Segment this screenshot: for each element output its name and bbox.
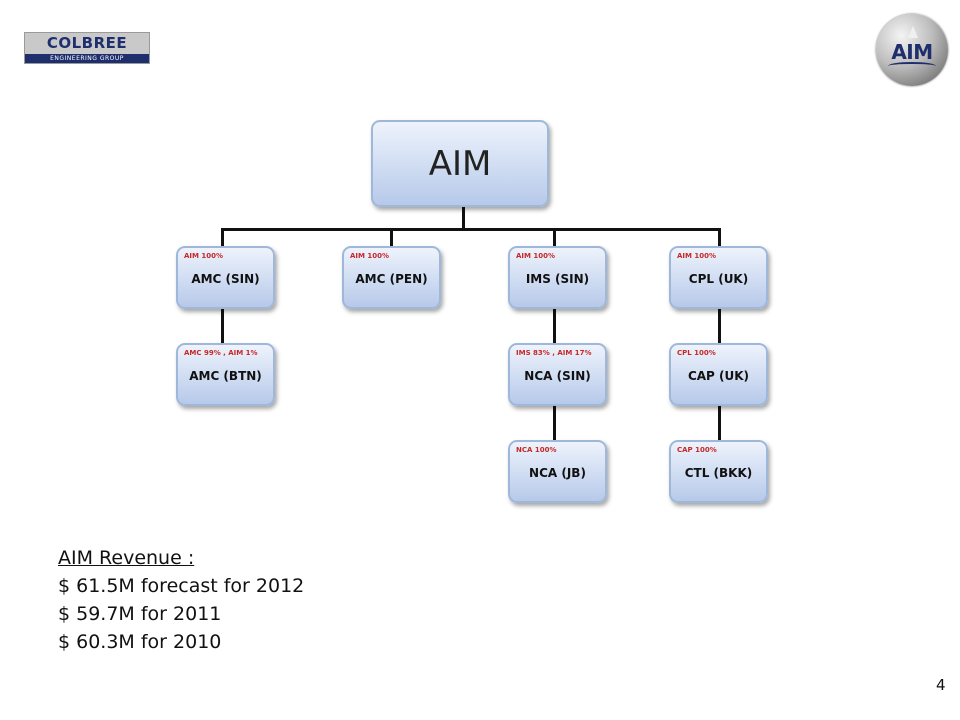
ownership-label: CPL 100% [677,349,716,357]
colbree-brand-text: COLBREE [46,34,128,52]
org-node-nca-jb: NCA 100% NCA (JB) [508,440,607,503]
org-node-name: NCA (JB) [529,466,586,480]
ownership-label: AIM 100% [516,252,556,260]
org-node-name: CPL (UK) [688,272,749,286]
org-node-nca-sin: IMS 83% , AIM 17% NCA (SIN) [508,343,607,406]
connector-cpl-cap [718,309,721,345]
revenue-block: AIM Revenue : $ 61.5M forecast for 2012 … [58,544,304,656]
org-node-name: AMC (SIN) [191,272,260,286]
org-node-amc-btn: AMC 99% , AIM 1% AMC (BTN) [176,343,275,406]
colbree-logo: COLBREE ENGINEERING GROUP [24,32,150,64]
connector-ims-nca-sin [553,309,556,345]
org-node-aim: AIM [371,120,549,207]
org-node-cap-uk: CPL 100% CAP (UK) [669,343,768,406]
connector-to-amc-sin [221,228,224,248]
connector-to-cpl-uk [718,228,721,248]
org-node-name: AMC (BTN) [189,369,262,383]
connector-amc-sin-btn [221,309,224,345]
swoosh-icon [888,62,936,70]
connector-to-amc-pen [390,228,393,248]
revenue-line: $ 60.3M for 2010 [58,631,222,653]
revenue-title: AIM Revenue : [58,547,195,569]
org-node-name: CTL (BKK) [684,466,753,480]
ownership-label: CAP 100% [677,446,717,454]
org-node-cpl-uk: AIM 100% CPL (UK) [669,246,768,309]
connector-root-down [462,206,465,229]
ownership-label: NCA 100% [516,446,557,454]
org-node-name: AMC (PEN) [355,272,428,286]
org-node-name: IMS (SIN) [525,272,590,286]
connector-horizontal [221,228,721,231]
org-node-ims-sin: AIM 100% IMS (SIN) [508,246,607,309]
ownership-label: AIM 100% [677,252,717,260]
connector-cap-ctl [718,406,721,442]
ownership-label: IMS 83% , AIM 17% [516,349,592,357]
org-node-amc-pen: AIM 100% AMC (PEN) [342,246,441,309]
ownership-label: AIM 100% [350,252,390,260]
org-node-name: CAP (UK) [687,369,750,383]
aim-globe-logo: AIM [876,14,948,86]
aim-logo-text: AIM [891,40,933,64]
connector-to-ims-sin [553,228,556,248]
colbree-sub-text: ENGINEERING GROUP [25,54,149,63]
org-node-name: NCA (SIN) [524,369,591,383]
connector-nca-sin-jb [553,406,556,442]
page-number: 4 [936,676,946,694]
revenue-line: $ 61.5M forecast for 2012 [58,575,305,597]
org-node-name: AIM [428,144,492,184]
org-node-amc-sin: AIM 100% AMC (SIN) [176,246,275,309]
org-node-ctl-bkk: CAP 100% CTL (BKK) [669,440,768,503]
ownership-label: AIM 100% [184,252,224,260]
eagle-icon [908,26,918,38]
revenue-line: $ 59.7M for 2011 [58,603,222,625]
ownership-label: AMC 99% , AIM 1% [184,349,258,357]
